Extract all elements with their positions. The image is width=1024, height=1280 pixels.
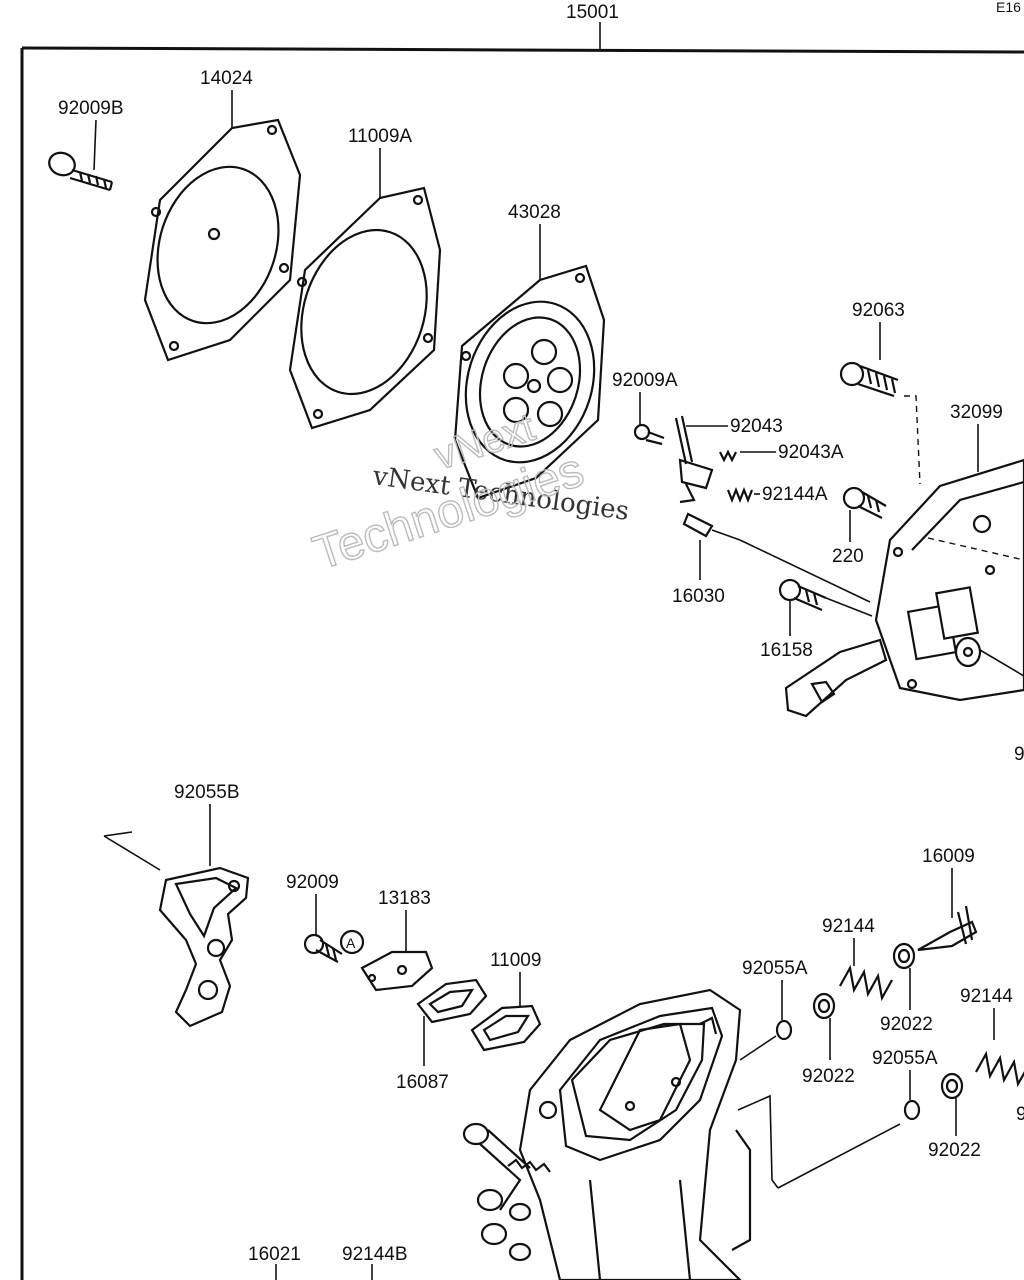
lever-part (678, 458, 714, 504)
label-92009b: 92009B (58, 98, 124, 119)
oring-92055a-a: 92055A (742, 958, 808, 1041)
label-92144b: 92144B (342, 1244, 408, 1265)
diagram-frame (20, 22, 1024, 1280)
screw-220: 220 (832, 486, 887, 567)
label-16009: 16009 (922, 846, 975, 867)
gasket-16087: 16087 (396, 978, 488, 1093)
leader-lines (737, 1035, 901, 1189)
screw-92009: 92009 (286, 872, 343, 963)
washer-92022-c: 92022 (928, 1072, 981, 1161)
label-92043: 92043 (730, 416, 783, 437)
corner-code: E16 (996, 0, 1021, 15)
oring-92055a-b: 92055A (872, 1048, 938, 1121)
washer-92022-a: 92022 (880, 942, 933, 1035)
gasket-11009: 11009 (470, 950, 541, 1052)
label-edge-9: 9 (1014, 744, 1024, 765)
label-ref-a: A (346, 935, 356, 951)
gasket-11009a: 11009A (288, 126, 442, 430)
screw-92009a: 92009A (612, 370, 678, 446)
label-16158: 16158 (760, 640, 813, 661)
gasket-92055b: 92055B (103, 782, 250, 1028)
washer-92022-b: 92022 (802, 992, 855, 1087)
label-220: 220 (832, 546, 864, 567)
spring-92144-b: 92144 (960, 986, 1024, 1088)
label-92055a-a: 92055A (742, 958, 808, 979)
spring-92043a: 92043A (719, 442, 844, 463)
needle-16009: 16009 (917, 846, 978, 952)
spring-92144-a: 92144 (822, 916, 893, 1002)
bottom-labels: 16021 92144B (248, 1244, 408, 1280)
label-92063: 92063 (852, 300, 905, 321)
screw-92009b: 92009B (48, 98, 124, 192)
reference-a: A (339, 929, 365, 955)
label-92144-b: 92144 (960, 986, 1013, 1007)
label-92144-a: 92144 (822, 916, 875, 937)
label-14024: 14024 (200, 68, 253, 89)
label-92022-a: 92022 (880, 1014, 933, 1035)
label-13183: 13183 (378, 888, 431, 909)
label-assembly: 15001 (566, 2, 619, 23)
label-11009a: 11009A (348, 126, 412, 147)
label-92009a: 92009A (612, 370, 678, 391)
label-92043a: 92043A (778, 442, 844, 463)
diaphragm-43028: 43028 (453, 202, 606, 500)
label-92022-c: 92022 (928, 1140, 981, 1161)
label-92144a: 92144A (762, 484, 828, 505)
label-16021: 16021 (248, 1244, 301, 1265)
label-32099: 32099 (950, 402, 1003, 423)
screw-16158: 16158 (760, 578, 873, 661)
needle-16030: 16030 (672, 512, 871, 607)
label-11009: 11009 (490, 950, 541, 971)
label-92009: 92009 (286, 872, 339, 893)
cover-14024: 14024 (143, 68, 302, 362)
label-edge-9b: 9 (1016, 1104, 1024, 1125)
label-16087: 16087 (396, 1072, 449, 1093)
carburetor-body (462, 988, 752, 1280)
bolt-92063: 92063 (839, 300, 921, 485)
label-92055b: 92055B (174, 782, 240, 803)
body-plate-32099: 32099 (784, 402, 1024, 718)
label-43028: 43028 (508, 202, 561, 223)
label-92022-b: 92022 (802, 1066, 855, 1087)
label-92055a-b: 92055A (872, 1048, 938, 1069)
plate-13183: 13183 (360, 888, 434, 992)
pin-92043: 92043 (674, 415, 783, 465)
spring-92144a: 92144A (726, 484, 828, 505)
label-16030: 16030 (672, 586, 725, 607)
